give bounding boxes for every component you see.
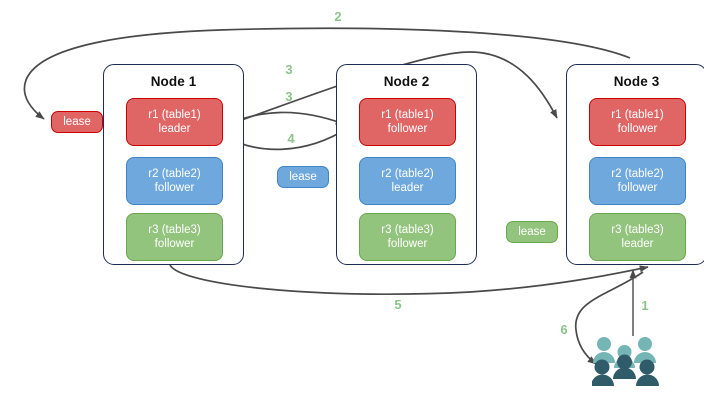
- replica-role: follower: [154, 182, 195, 194]
- replica-r1-node2[interactable]: r1 (table1) follower: [359, 98, 456, 146]
- replica-name: r1 (table1): [148, 109, 201, 121]
- step-label-4: 4: [287, 131, 295, 146]
- step-label-3-long: 3: [285, 62, 293, 77]
- replica-role: leader: [621, 238, 654, 250]
- node-title: Node 3: [613, 74, 660, 89]
- replica-r3-node1[interactable]: r3 (table3) follower: [126, 213, 223, 261]
- step-label-3-short: 3: [285, 89, 293, 104]
- replica-r3-node2[interactable]: r3 (table3) follower: [359, 213, 456, 261]
- replica-role: follower: [617, 123, 658, 135]
- step-label-1: 1: [641, 298, 649, 313]
- replica-role: leader: [391, 182, 424, 194]
- replica-r1-node3[interactable]: r1 (table1) follower: [589, 98, 686, 146]
- replica-r2-node1[interactable]: r2 (table2) follower: [126, 157, 223, 205]
- replica-r2-node3[interactable]: r2 (table2) follower: [589, 157, 686, 205]
- replica-r3-node3[interactable]: r3 (table3) leader: [589, 213, 686, 261]
- replica-role: follower: [154, 238, 195, 250]
- node-container-node2[interactable]: Node 2 r1 (table1) follower r2 (table2) …: [336, 64, 477, 265]
- step-label-5: 5: [394, 297, 402, 312]
- replica-r1-node1[interactable]: r1 (table1) leader: [126, 98, 223, 146]
- replica-role: follower: [617, 182, 658, 194]
- step-label-6: 6: [560, 322, 568, 337]
- node-title: Node 1: [150, 74, 197, 89]
- replica-name: r1 (table1): [381, 109, 434, 121]
- replica-name: r3 (table3): [148, 224, 201, 236]
- node-title: Node 2: [383, 74, 430, 89]
- replica-name: r2 (table2): [148, 168, 201, 180]
- replica-name: r2 (table2): [611, 168, 664, 180]
- users-icon: [591, 334, 662, 390]
- lease-badge-table2[interactable]: lease: [277, 166, 329, 188]
- node-container-node3[interactable]: Node 3 r1 (table1) follower r2 (table2) …: [566, 64, 704, 265]
- replica-role: follower: [387, 238, 428, 250]
- replica-name: r1 (table1): [611, 109, 664, 121]
- replica-role: follower: [387, 123, 428, 135]
- replica-name: r2 (table2): [381, 168, 434, 180]
- replica-name: r3 (table3): [611, 224, 664, 236]
- step-label-2: 2: [334, 9, 342, 24]
- node-container-node1[interactable]: Node 1 r1 (table1) leader r2 (table2) fo…: [103, 64, 244, 265]
- lease-badge-table3[interactable]: lease: [506, 221, 558, 243]
- replica-name: r3 (table3): [381, 224, 434, 236]
- replica-role: leader: [158, 123, 191, 135]
- replica-r2-node2[interactable]: r2 (table2) leader: [359, 157, 456, 205]
- edge-step-5: [169, 264, 649, 296]
- lease-badge-table1[interactable]: lease: [51, 111, 103, 133]
